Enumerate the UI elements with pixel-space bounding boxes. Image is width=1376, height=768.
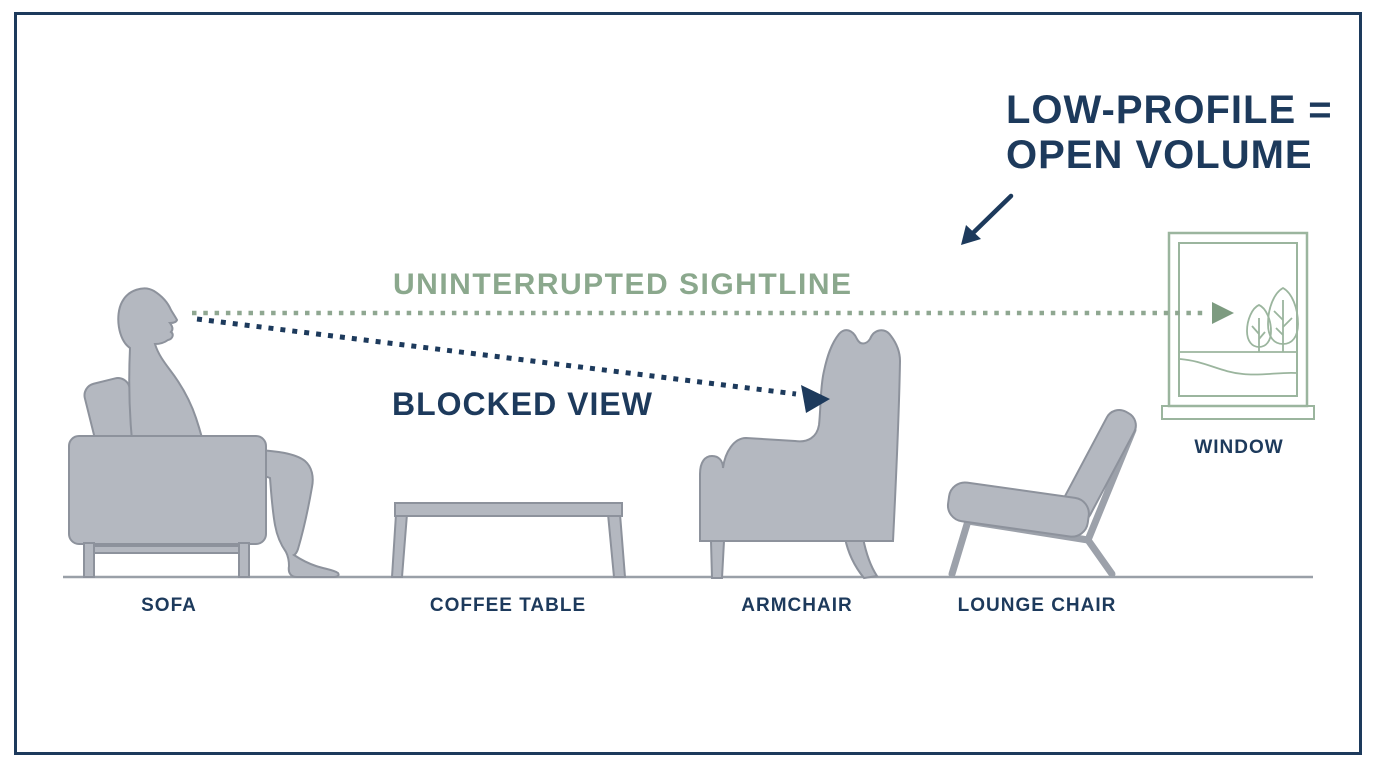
title-pointer-line xyxy=(971,193,1014,235)
sofa-illustration xyxy=(68,287,340,578)
window-hill-line xyxy=(1179,358,1297,376)
lounge-rear-leg xyxy=(1084,536,1116,578)
sofa-leg xyxy=(83,542,95,578)
blocked-view-line xyxy=(196,316,797,397)
window-illustration xyxy=(1161,231,1315,420)
title-pointer-arrow-icon xyxy=(961,225,981,245)
coffee-table-top xyxy=(394,502,623,517)
window-outer-frame xyxy=(1167,231,1309,408)
blocked-view-label: BLOCKED VIEW xyxy=(392,386,653,422)
lounge-front-leg xyxy=(948,517,972,578)
sofa-leg xyxy=(238,542,250,578)
lounge-chair-illustration xyxy=(946,409,1137,578)
armchair-rear-leg xyxy=(843,537,879,580)
diagram-title-line1: LOW-PROFILE = xyxy=(1006,88,1333,132)
blocked-arrow-icon xyxy=(801,385,830,413)
lounge-chair-label: LOUNGE CHAIR xyxy=(957,595,1117,616)
person-silhouette xyxy=(117,287,340,578)
coffee-table-label: COFFEE TABLE xyxy=(429,595,587,616)
armchair-front-leg xyxy=(709,540,726,579)
sofa-label: SOFA xyxy=(141,595,197,616)
armchair-illustration xyxy=(699,329,902,580)
diagram-title-line2: OPEN VOLUME xyxy=(1006,132,1313,177)
coffee-table-leg xyxy=(390,513,409,578)
uninterrupted-sightline-label: UNINTERRUPTED SIGHTLINE xyxy=(393,268,853,301)
lounge-seat-cushion xyxy=(946,481,1090,538)
armchair-body xyxy=(699,329,902,542)
tree-icon xyxy=(1246,304,1272,352)
armchair-label: ARMCHAIR xyxy=(741,595,853,616)
sightline-arrow-icon xyxy=(1212,302,1234,324)
window-sill xyxy=(1161,405,1315,420)
tree-icon xyxy=(1267,286,1299,352)
window-label: WINDOW xyxy=(1194,437,1284,458)
coffee-table-illustration xyxy=(390,502,627,578)
coffee-table-leg xyxy=(606,513,627,578)
sofa-rail xyxy=(85,545,249,554)
diagram-title: LOW-PROFILE = OPEN VOLUME xyxy=(1006,88,1333,178)
sofa-body xyxy=(68,435,267,545)
